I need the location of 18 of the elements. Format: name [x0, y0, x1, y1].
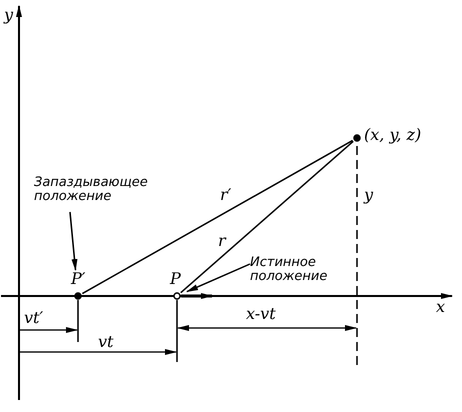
point-label: P′ [71, 270, 86, 288]
dimension-label: vt′ [24, 309, 44, 327]
edge-label: r′ [220, 186, 232, 204]
axis-label: y [4, 6, 14, 24]
point [68, 270, 88, 300]
leader-arrow [186, 263, 250, 292]
dimension-label: x-vt [246, 305, 276, 323]
dimension-label: y [364, 186, 374, 204]
line [82, 140, 354, 294]
line [180, 140, 354, 294]
annotation-text: Запаздывающее положение [34, 176, 149, 205]
point-label: (x, y, z) [364, 126, 422, 144]
leader-arrow [69, 212, 78, 271]
annotation-text: Истинное положение [250, 256, 328, 285]
axis-label: x [436, 298, 446, 316]
dimension-label: vt [98, 333, 114, 351]
point-label: P [170, 270, 181, 288]
edge-label: r [218, 232, 226, 250]
